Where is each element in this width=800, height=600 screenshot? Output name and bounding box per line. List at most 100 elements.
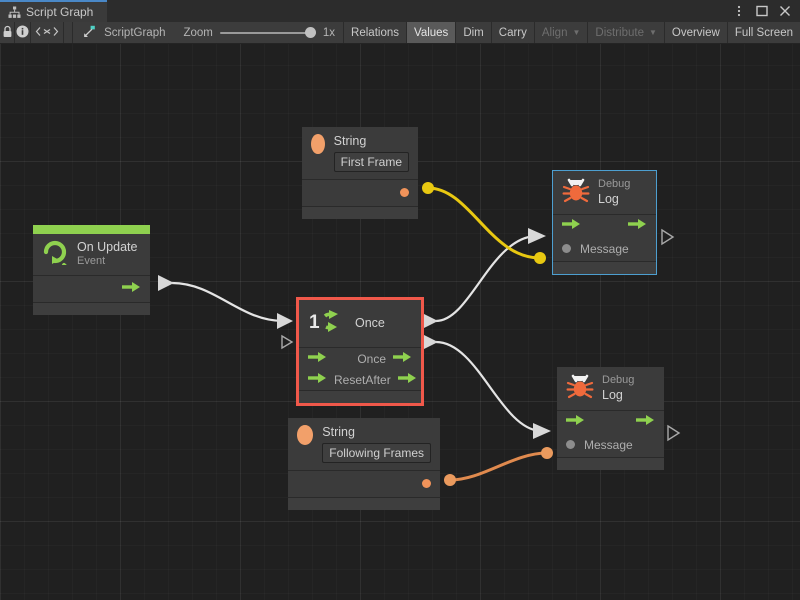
port-row-flow[interactable] (553, 215, 656, 236)
node-title-block: String First Frame (333, 134, 409, 172)
angle-brackets-x-icon (35, 26, 59, 40)
node-title-block: Debug Log (598, 178, 630, 207)
relations-button[interactable]: Relations (343, 22, 406, 43)
port-row-reset-after[interactable]: Reset After (299, 369, 421, 390)
reset-port-connector-icon[interactable] (280, 334, 294, 350)
flow-out-arrow-icon[interactable] (628, 217, 647, 235)
flow-out-arrow-icon[interactable] (636, 413, 655, 431)
full-screen-button[interactable]: Full Screen (726, 22, 800, 43)
values-button[interactable]: Values (406, 22, 456, 43)
carry-button[interactable]: Carry (490, 22, 534, 43)
node-title: Log (598, 191, 619, 206)
debug-log-bottom-flow-out-connector-icon[interactable] (666, 424, 682, 442)
maximize-square-icon[interactable] (755, 4, 769, 18)
port-row-value-out[interactable] (288, 471, 440, 497)
node-title: On Update (77, 239, 138, 254)
node-footer (302, 205, 418, 219)
overview-label: Overview (671, 26, 720, 39)
node-body: Message (553, 214, 656, 261)
node-title-block: String Following Frames (322, 425, 431, 463)
port-row-message[interactable]: Message (553, 236, 656, 261)
string-value-input[interactable]: First Frame (333, 151, 409, 172)
node-body: Once (299, 347, 421, 390)
node-on-update[interactable]: On Update Event (33, 225, 150, 315)
kebab-menu-icon[interactable] (732, 4, 746, 18)
flow-in-arrow-icon[interactable] (308, 371, 327, 389)
info-icon (16, 25, 29, 41)
port-row-once[interactable]: Once (299, 348, 421, 369)
node-subtitle: Event (77, 255, 106, 268)
lock-button[interactable] (0, 22, 16, 43)
after-output-port[interactable]: After (365, 371, 416, 389)
breadcrumb[interactable]: ScriptGraph (73, 22, 175, 43)
info-button[interactable] (15, 22, 31, 43)
bug-icon (566, 373, 594, 404)
flow-in-port[interactable] (566, 413, 585, 431)
string-value-input[interactable]: Following Frames (322, 442, 431, 463)
align-dropdown[interactable]: Align ▼ (533, 22, 588, 43)
tab-label: Script Graph (26, 5, 94, 19)
port-row-message[interactable]: Message (557, 432, 664, 457)
zoom-slider[interactable] (219, 27, 316, 39)
value-output-port[interactable] (400, 188, 409, 198)
zoom-control[interactable]: Zoom 1x (175, 22, 343, 43)
node-body (288, 469, 440, 497)
node-title: String (333, 134, 367, 148)
node-string-following-frames[interactable]: String Following Frames (288, 418, 440, 510)
flow-out-port[interactable] (636, 413, 655, 431)
node-debug-log-top[interactable]: Debug Log (553, 171, 656, 274)
wire-on-update-to-once[interactable] (158, 275, 293, 329)
wire-after-to-debug-bottom[interactable] (422, 334, 551, 439)
tab-script-graph[interactable]: Script Graph (0, 0, 108, 22)
zoom-slider-knob[interactable] (304, 27, 316, 38)
distribute-dropdown[interactable]: Distribute ▼ (587, 22, 664, 43)
node-title: Once (355, 315, 385, 330)
port-label-once: Once (357, 351, 386, 366)
overview-button[interactable]: Overview (663, 22, 727, 43)
node-body (302, 178, 418, 206)
wire-once-to-debug-top[interactable] (422, 228, 546, 329)
script-code-button[interactable] (31, 22, 65, 43)
flow-in-arrow-icon[interactable] (566, 413, 585, 431)
chevron-down-icon: ▼ (572, 27, 581, 37)
window-controls (732, 0, 796, 22)
message-input-port[interactable] (562, 244, 571, 253)
flow-in-arrow-icon[interactable] (562, 217, 581, 235)
debug-log-top-flow-out-connector-icon[interactable] (660, 228, 676, 246)
node-body (33, 275, 150, 302)
node-title-block: On Update Event (77, 240, 137, 269)
flow-out-arrow-icon[interactable] (397, 371, 417, 389)
flow-in-port[interactable] (562, 217, 581, 235)
wire-string-first-to-debug-top[interactable] (422, 182, 546, 264)
close-x-icon[interactable] (778, 4, 792, 18)
node-debug-log-bottom[interactable]: Debug Log (557, 367, 664, 470)
graph-toolbar: ScriptGraph Zoom 1x Relations Values Dim… (0, 22, 800, 44)
node-header: Debug Log (553, 171, 656, 214)
message-input-port[interactable] (566, 440, 575, 449)
dim-button[interactable]: Dim (455, 22, 490, 43)
string-value-icon (311, 134, 325, 154)
flow-out-port[interactable] (628, 217, 647, 235)
dim-label: Dim (463, 26, 484, 39)
node-string-first-frame[interactable]: String First Frame (302, 127, 418, 219)
node-header: String First Frame (302, 127, 418, 179)
node-body: Message (557, 410, 664, 457)
node-once[interactable]: 1 Once (296, 297, 424, 406)
flow-in-arrow-icon[interactable] (308, 350, 327, 368)
graph-canvas[interactable]: On Update Event (0, 44, 800, 600)
bug-icon (562, 177, 590, 208)
value-output-port[interactable] (422, 479, 431, 489)
port-row-flow[interactable] (557, 411, 664, 432)
zoom-value: 1x (322, 26, 336, 39)
once-output-port[interactable]: Once (357, 350, 412, 368)
flow-in-port[interactable] (308, 350, 327, 368)
node-subtitle: Debug (602, 373, 635, 386)
node-title: Log (602, 387, 623, 402)
wire-string-following-to-debug-bottom[interactable] (444, 447, 553, 486)
flow-out-arrow-icon[interactable] (393, 350, 412, 368)
port-row-value-out[interactable] (302, 180, 418, 206)
reset-input-port[interactable]: Reset (308, 371, 365, 389)
flow-out-arrow-icon[interactable] (122, 280, 141, 298)
port-row-flow-out[interactable] (33, 276, 150, 302)
